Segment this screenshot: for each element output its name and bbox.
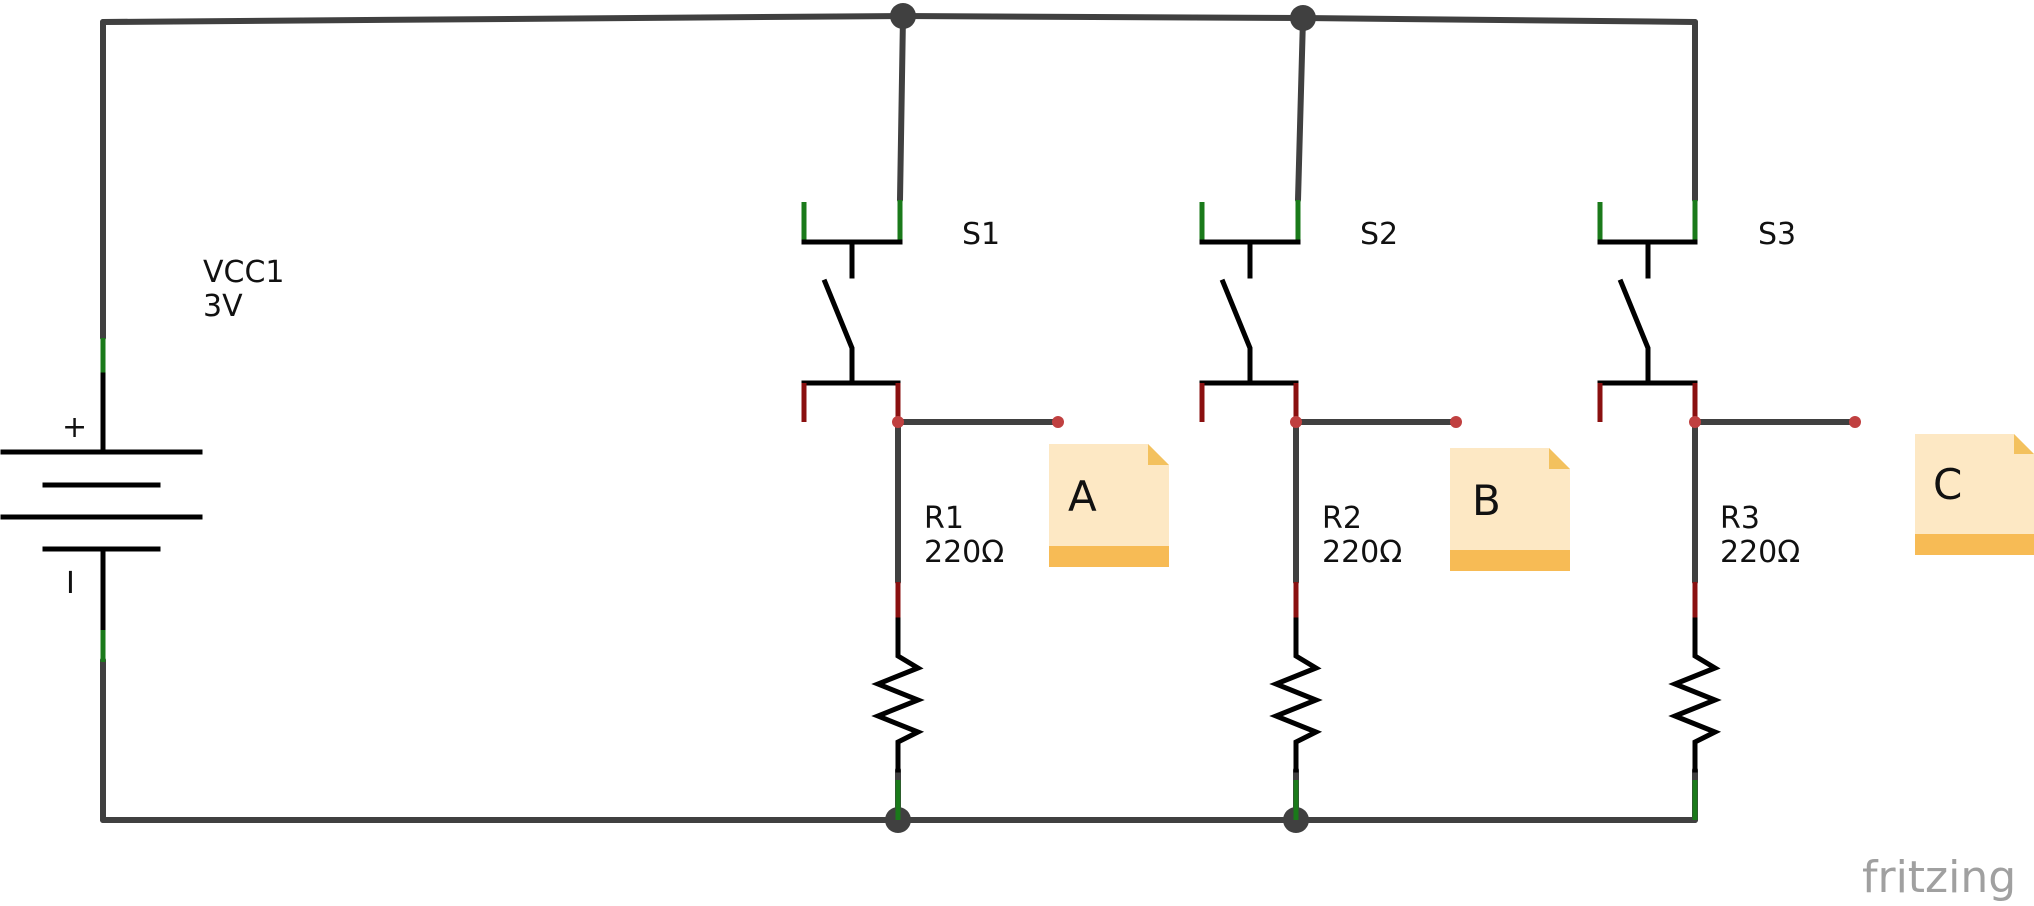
note-body <box>1049 444 1169 548</box>
note-band <box>1450 550 1570 571</box>
note-fold <box>2014 434 2034 454</box>
pin-dot[interactable] <box>1689 416 1701 428</box>
output-pins <box>892 416 1861 428</box>
battery-plus-sign: + <box>62 410 87 445</box>
resistor-name-label: R1 <box>924 501 964 536</box>
note-body <box>1450 448 1570 552</box>
resistor-value-label: 220Ω <box>1322 535 1402 570</box>
switch-s1[interactable]: S1 <box>801 200 1000 422</box>
switch-label: S3 <box>1758 217 1796 252</box>
switch-lever <box>1219 278 1253 386</box>
switch-lever <box>1617 278 1651 386</box>
resistor-zigzag <box>1269 617 1323 773</box>
note-text: A <box>1068 472 1097 521</box>
resistor-value-label: 220Ω <box>1720 535 1800 570</box>
pin-dot[interactable] <box>1450 416 1462 428</box>
note-fold <box>1549 448 1570 469</box>
battery-name-label: VCC1 <box>203 255 285 290</box>
fritzing-brand: fritzing <box>1862 852 2016 903</box>
pin-dot[interactable] <box>1052 416 1064 428</box>
note-band <box>1049 546 1169 567</box>
switch-top-contact <box>801 239 903 279</box>
wire-to-s1[interactable] <box>897 13 906 203</box>
switch-label: S1 <box>962 217 1000 252</box>
resistor-value-label: 220Ω <box>924 535 1004 570</box>
note-c[interactable]: C <box>1915 434 2034 555</box>
resistor-r3[interactable]: R3 220Ω <box>1668 501 1800 820</box>
note-b[interactable]: B <box>1450 448 1570 571</box>
note-body <box>1915 434 2034 536</box>
note-a[interactable]: A <box>1049 444 1169 567</box>
note-fold <box>1148 444 1169 465</box>
junction-dot <box>1290 5 1316 31</box>
pin-dot[interactable] <box>1849 416 1861 428</box>
note-text: B <box>1472 476 1501 525</box>
junctions <box>885 3 1316 833</box>
resistor-r1[interactable]: R1 220Ω <box>871 501 1004 820</box>
note-text: C <box>1933 460 1962 509</box>
note-band <box>1915 534 2034 555</box>
resistor-r2[interactable]: R2 220Ω <box>1269 501 1402 820</box>
battery-minus-sign: I <box>66 566 75 601</box>
switch-label: S2 <box>1360 217 1398 252</box>
pin-dot[interactable] <box>1290 416 1302 428</box>
resistor-zigzag <box>871 617 925 773</box>
junction-dot <box>890 3 916 29</box>
pin-dot[interactable] <box>892 416 904 428</box>
resistor-name-label: R2 <box>1322 501 1362 536</box>
switch-lever <box>821 278 855 386</box>
switch-top-contact <box>1597 239 1698 279</box>
resistor-name-label: R3 <box>1720 501 1760 536</box>
switch-s3[interactable]: S3 <box>1597 200 1796 422</box>
wires <box>100 12 1858 823</box>
battery-vcc1[interactable]: + I VCC1 3V <box>0 255 285 662</box>
battery-value-label: 3V <box>203 289 243 324</box>
resistor-zigzag <box>1668 617 1722 773</box>
wire-top-rail[interactable] <box>100 12 1698 25</box>
switch-s2[interactable]: S2 <box>1199 200 1398 422</box>
switch-top-contact <box>1199 239 1301 279</box>
wire-to-s2[interactable] <box>1295 15 1306 203</box>
